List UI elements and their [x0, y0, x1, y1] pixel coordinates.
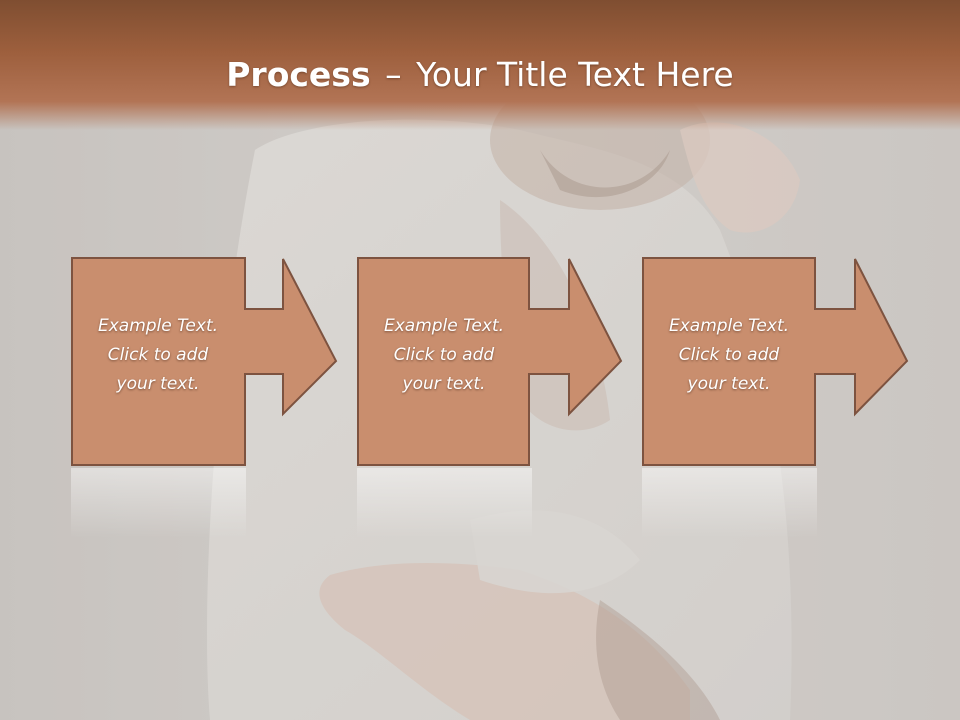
step-text: Example Text. Click to add your text. [359, 312, 529, 399]
step-line-3: your text. [687, 374, 771, 394]
step-line-3: your text. [116, 374, 200, 394]
step-line-2: Click to add [678, 345, 780, 365]
slide-title[interactable]: Process – Your Title Text Here [0, 52, 960, 98]
title-bold: Process [226, 55, 371, 94]
step-shape [357, 257, 623, 466]
title-separator: – [385, 55, 402, 94]
title-rest: Your Title Text Here [416, 55, 734, 94]
process-step-2[interactable]: Example Text. Click to add your text. [357, 257, 623, 467]
process-step-3[interactable]: Example Text. Click to add your text. [642, 257, 909, 467]
step-line-1: Example Text. [97, 316, 219, 336]
step-line-1: Example Text. [668, 316, 790, 336]
step-text: Example Text. Click to add your text. [644, 312, 814, 399]
step-shape [71, 257, 338, 466]
title-bar [0, 0, 960, 130]
step-shape [642, 257, 909, 466]
step-line-3: your text. [402, 374, 486, 394]
step-line-2: Click to add [393, 345, 495, 365]
step-line-2: Click to add [107, 345, 209, 365]
step-reflection-2 [357, 468, 532, 538]
step-text: Example Text. Click to add your text. [73, 312, 243, 399]
step-line-1: Example Text. [383, 316, 505, 336]
step-reflection-1 [71, 468, 246, 538]
step-reflection-3 [642, 468, 817, 538]
process-step-1[interactable]: Example Text. Click to add your text. [71, 257, 338, 467]
